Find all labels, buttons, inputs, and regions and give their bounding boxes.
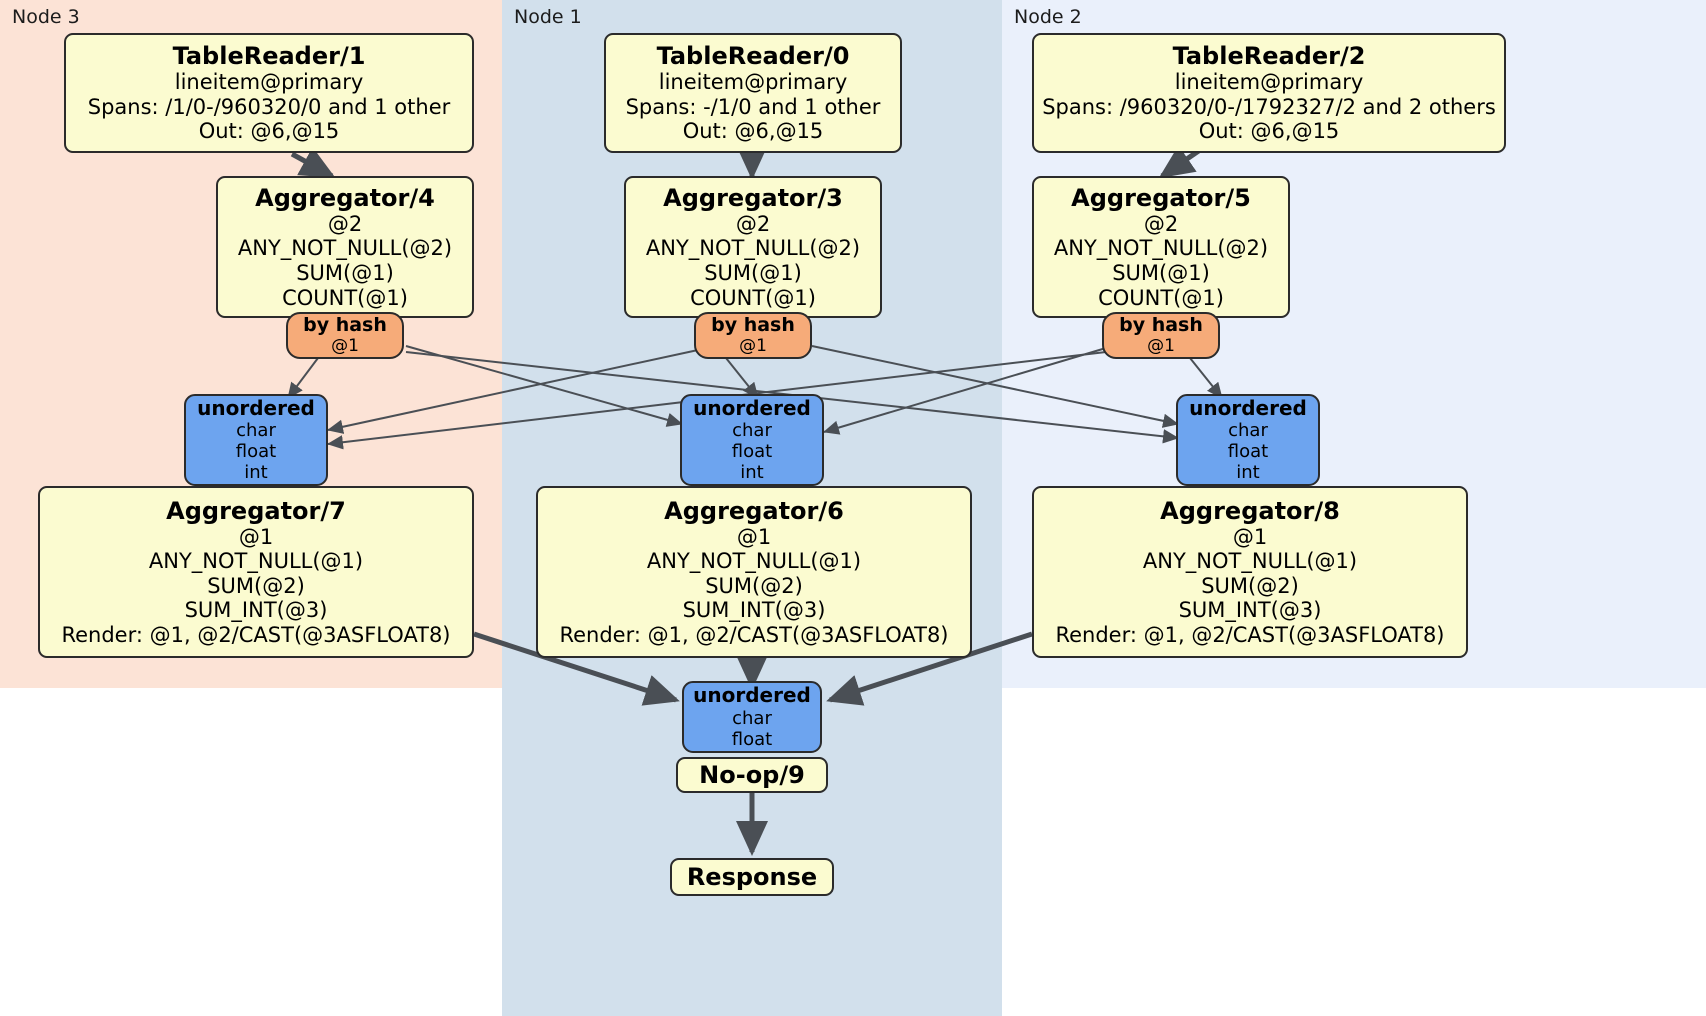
aggregator-8-agg1: ANY_NOT_NULL(@1) — [1142, 549, 1358, 574]
router-by-hash-left-title: by hash — [303, 314, 387, 337]
aggregator-3-agg1: ANY_NOT_NULL(@2) — [645, 236, 861, 261]
node-region-label-node2: Node 2 — [1014, 6, 1082, 28]
aggregator-7-render: Render: @1, @2/CAST(@3ASFLOAT8) — [61, 622, 451, 647]
aggregator-5-title: Aggregator/5 — [1071, 183, 1251, 212]
aggregator-8-group: @1 — [1232, 524, 1268, 549]
noop-9-title: No-op/9 — [699, 760, 805, 789]
aggregator-3-title: Aggregator/3 — [663, 183, 843, 212]
stream-unordered-middle-type2: float — [731, 441, 773, 463]
stream-unordered-right-title: unordered — [1189, 395, 1307, 420]
stream-unordered-right-type2: float — [1227, 441, 1269, 463]
aggregator-7-title: Aggregator/7 — [166, 496, 346, 525]
aggregator-3-agg3: COUNT(@1) — [690, 285, 816, 310]
response-box[interactable]: Response — [670, 858, 834, 896]
aggregator-8-box[interactable]: Aggregator/8 @1 ANY_NOT_NULL(@1) SUM(@2)… — [1032, 486, 1468, 658]
tablereader-1-table: lineitem@primary — [174, 70, 364, 95]
aggregator-8-title: Aggregator/8 — [1160, 496, 1340, 525]
aggregator-7-group: @1 — [238, 524, 274, 549]
aggregator-6-title: Aggregator/6 — [664, 496, 844, 525]
stream-unordered-right-type3: int — [1236, 462, 1260, 484]
stream-unordered-middle-type3: int — [740, 462, 764, 484]
stream-unordered-right[interactable]: unordered char float int — [1176, 394, 1320, 486]
router-by-hash-right-column: @1 — [1147, 335, 1175, 356]
stream-unordered-middle-type1: char — [732, 420, 772, 442]
aggregator-4-agg1: ANY_NOT_NULL(@2) — [237, 236, 453, 261]
aggregator-7-agg2: SUM(@2) — [207, 573, 305, 598]
aggregator-5-agg1: ANY_NOT_NULL(@2) — [1053, 236, 1269, 261]
tablereader-2-box[interactable]: TableReader/2 lineitem@primary Spans: /9… — [1032, 33, 1506, 153]
response-title: Response — [686, 862, 818, 891]
aggregator-6-group: @1 — [736, 524, 772, 549]
aggregator-7-box[interactable]: Aggregator/7 @1 ANY_NOT_NULL(@1) SUM(@2)… — [38, 486, 474, 658]
router-by-hash-left[interactable]: by hash @1 — [286, 312, 404, 359]
tablereader-1-out: Out: @6,@15 — [198, 119, 340, 144]
aggregator-4-agg2: SUM(@1) — [296, 261, 394, 286]
tablereader-2-out: Out: @6,@15 — [1198, 119, 1340, 144]
aggregator-5-group: @2 — [1143, 211, 1179, 236]
stream-unordered-left-type3: int — [244, 462, 268, 484]
aggregator-6-box[interactable]: Aggregator/6 @1 ANY_NOT_NULL(@1) SUM(@2)… — [536, 486, 972, 658]
tablereader-1-spans: Spans: /1/0-/960320/0 and 1 other — [87, 94, 451, 119]
router-by-hash-right-title: by hash — [1119, 314, 1203, 337]
aggregator-3-group: @2 — [735, 211, 771, 236]
aggregator-6-agg1: ANY_NOT_NULL(@1) — [646, 549, 862, 574]
aggregator-3-agg2: SUM(@1) — [704, 261, 802, 286]
router-by-hash-middle-title: by hash — [711, 314, 795, 337]
aggregator-7-agg3: SUM_INT(@3) — [184, 598, 328, 623]
aggregator-6-agg3: SUM_INT(@3) — [682, 598, 826, 623]
node-region-label-node3: Node 3 — [12, 6, 80, 28]
router-by-hash-right[interactable]: by hash @1 — [1102, 312, 1220, 359]
stream-unordered-final-type1: char — [732, 707, 772, 729]
stream-unordered-middle-title: unordered — [693, 395, 811, 420]
tablereader-1-box[interactable]: TableReader/1 lineitem@primary Spans: /1… — [64, 33, 474, 153]
stream-unordered-final-title: unordered — [693, 683, 811, 708]
tablereader-2-table: lineitem@primary — [1174, 70, 1364, 95]
tablereader-2-title: TableReader/2 — [1172, 42, 1366, 71]
tablereader-0-title: TableReader/0 — [656, 42, 850, 71]
stream-unordered-left-type2: float — [235, 441, 277, 463]
aggregator-7-agg1: ANY_NOT_NULL(@1) — [148, 549, 364, 574]
stream-unordered-left-type1: char — [236, 420, 276, 442]
aggregator-4-box[interactable]: Aggregator/4 @2 ANY_NOT_NULL(@2) SUM(@1)… — [216, 176, 474, 318]
aggregator-3-box[interactable]: Aggregator/3 @2 ANY_NOT_NULL(@2) SUM(@1)… — [624, 176, 882, 318]
stream-unordered-final-type2: float — [731, 728, 773, 750]
noop-9-box[interactable]: No-op/9 — [676, 757, 828, 793]
aggregator-8-agg3: SUM_INT(@3) — [1178, 598, 1322, 623]
aggregator-8-agg2: SUM(@2) — [1201, 573, 1299, 598]
stream-unordered-final[interactable]: unordered char float — [682, 681, 822, 753]
router-by-hash-middle[interactable]: by hash @1 — [694, 312, 812, 359]
tablereader-0-spans: Spans: -/1/0 and 1 other — [625, 94, 881, 119]
aggregator-6-agg2: SUM(@2) — [705, 573, 803, 598]
router-by-hash-left-column: @1 — [331, 335, 359, 356]
stream-unordered-left-title: unordered — [197, 395, 315, 420]
stream-unordered-middle[interactable]: unordered char float int — [680, 394, 824, 486]
tablereader-0-table: lineitem@primary — [658, 70, 848, 95]
tablereader-1-title: TableReader/1 — [172, 42, 366, 71]
aggregator-5-agg3: COUNT(@1) — [1098, 285, 1224, 310]
aggregator-5-agg2: SUM(@1) — [1112, 261, 1210, 286]
node-region-label-node1: Node 1 — [514, 6, 582, 28]
aggregator-5-box[interactable]: Aggregator/5 @2 ANY_NOT_NULL(@2) SUM(@1)… — [1032, 176, 1290, 318]
aggregator-8-render: Render: @1, @2/CAST(@3ASFLOAT8) — [1055, 622, 1445, 647]
tablereader-2-spans: Spans: /960320/0-/1792327/2 and 2 others — [1042, 94, 1496, 119]
aggregator-4-agg3: COUNT(@1) — [282, 285, 408, 310]
aggregator-4-title: Aggregator/4 — [255, 183, 435, 212]
tablereader-0-out: Out: @6,@15 — [682, 119, 824, 144]
stream-unordered-right-type1: char — [1228, 420, 1268, 442]
aggregator-4-group: @2 — [327, 211, 363, 236]
router-by-hash-middle-column: @1 — [739, 335, 767, 356]
stream-unordered-left[interactable]: unordered char float int — [184, 394, 328, 486]
aggregator-6-render: Render: @1, @2/CAST(@3ASFLOAT8) — [559, 622, 949, 647]
tablereader-0-box[interactable]: TableReader/0 lineitem@primary Spans: -/… — [604, 33, 902, 153]
